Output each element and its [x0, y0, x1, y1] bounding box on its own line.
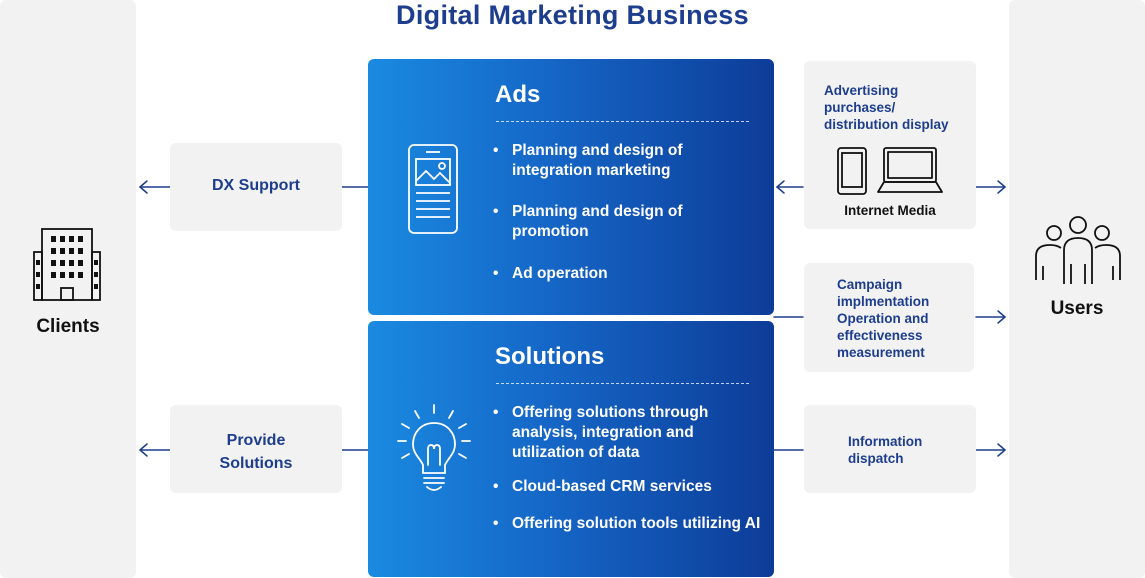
ads-bullet-2: Planning and design of promotion: [493, 202, 762, 242]
campaign-out-arrow-head: [997, 310, 1006, 324]
campaign-text: Campaign implmentation Operation and eff…: [837, 276, 929, 361]
provide-arrow-head: [139, 443, 148, 457]
information-line-1: Information: [848, 434, 923, 449]
solutions-bullet-1: Offering solutions through analysis, int…: [493, 403, 762, 463]
campaign-line-2: implmentation: [837, 294, 930, 309]
dx-support-box: DX Support: [170, 143, 342, 231]
advertising-line-1: Advertising: [824, 83, 899, 98]
smartphone-icon: [837, 147, 867, 195]
users-label: Users: [1050, 298, 1104, 319]
advertising-box: Advertising purchases/ distribution disp…: [804, 61, 976, 229]
dx-support-label: DX Support: [212, 177, 300, 194]
clients-label: Clients: [36, 316, 100, 337]
information-box: Information dispatch: [804, 405, 976, 493]
campaign-line-5: measurement: [837, 345, 925, 360]
ads-card: Ads Planning and design of integration m…: [368, 59, 774, 315]
laptop-icon: [877, 147, 943, 193]
ads-bullet-3: Ad operation: [493, 264, 762, 284]
dx-arrow-head: [139, 180, 148, 194]
advertising-line-2: purchases/: [824, 100, 896, 115]
campaign-line-3: Operation and: [837, 311, 929, 326]
provide-solutions-line2: Solutions: [219, 455, 293, 472]
solutions-card: Solutions Offering solutions through ana…: [368, 321, 774, 577]
information-line-2: dispatch: [848, 451, 904, 466]
ads-heading: Ads: [495, 81, 541, 108]
users-panel: [1009, 0, 1145, 578]
advertising-line-3: distribution display: [824, 117, 949, 132]
solutions-bullet-2: Cloud-based CRM services: [493, 477, 762, 497]
internet-media-label: Internet Media: [844, 203, 936, 218]
lightbulb-icon: [397, 404, 471, 491]
building-icon: [33, 228, 101, 301]
provide-solutions-label: Provide Solutions: [170, 429, 342, 475]
clients-panel: [0, 0, 136, 578]
provide-solutions-box: Provide Solutions: [170, 405, 342, 493]
information-out-arrow-head: [997, 443, 1006, 457]
smartphone-icon: [408, 144, 458, 234]
page-title: Digital Marketing Business: [396, 0, 749, 30]
provide-solutions-line1: Provide: [226, 432, 286, 449]
campaign-line-4: effectiveness: [837, 328, 923, 343]
information-text: Information dispatch: [848, 433, 922, 467]
solutions-bullet-3: Offering solution tools utilizing AI: [493, 514, 762, 534]
advertising-text: Advertising purchases/ distribution disp…: [824, 82, 949, 133]
ads-divider: [496, 121, 749, 122]
ads-bullet-1: Planning and design of integration marke…: [493, 141, 762, 181]
users-icon: [1035, 216, 1121, 284]
campaign-line-1: Campaign: [837, 277, 903, 292]
solutions-heading: Solutions: [495, 343, 605, 370]
advertising-out-arrow-head: [997, 180, 1006, 194]
advertising-in-arrow-head: [776, 180, 785, 194]
solutions-divider: [496, 383, 749, 384]
campaign-box: Campaign implmentation Operation and eff…: [804, 263, 974, 372]
